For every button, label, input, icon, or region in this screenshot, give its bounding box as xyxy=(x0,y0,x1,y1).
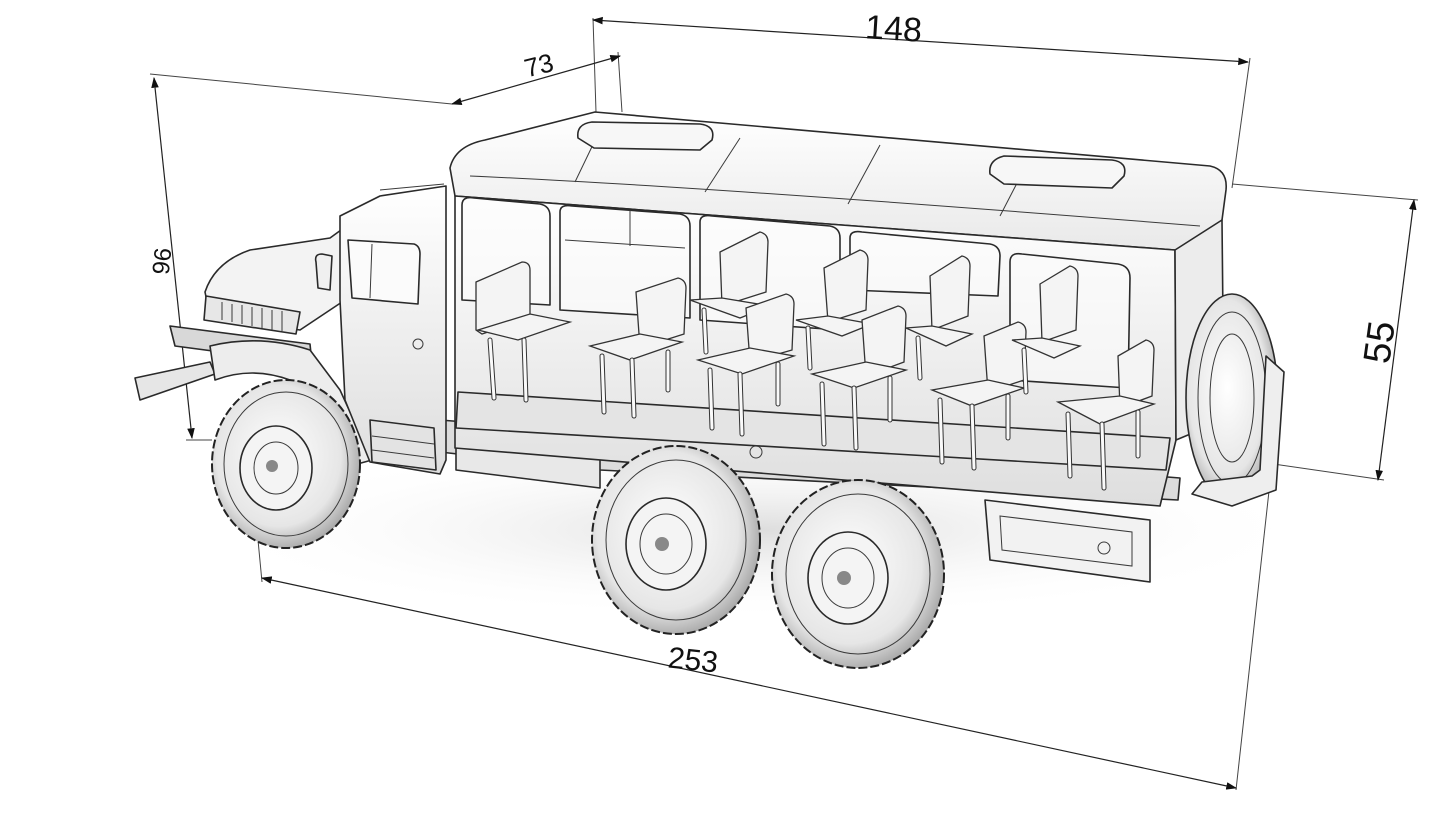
cab-step xyxy=(369,419,437,471)
rear-wheel xyxy=(771,479,945,669)
dimension-line-body-height xyxy=(1375,198,1417,482)
dimension-label-top-length: 148 xyxy=(864,8,923,49)
middle-wheel xyxy=(591,445,761,635)
seat xyxy=(905,255,975,381)
spare-tire xyxy=(1185,293,1285,507)
seat xyxy=(1011,265,1083,395)
seat xyxy=(929,321,1027,471)
seat xyxy=(809,305,909,451)
seat xyxy=(475,261,573,403)
door-handle xyxy=(412,338,424,350)
dimension-line-cab-length xyxy=(450,55,622,105)
dimension-label-cab-length: 73 xyxy=(521,47,556,83)
roof-hatch-rear xyxy=(988,155,1126,189)
cab-window xyxy=(347,239,421,305)
seat xyxy=(1055,339,1157,491)
seat xyxy=(587,277,687,419)
front-step xyxy=(134,361,216,401)
dimension-line-top-length xyxy=(591,16,1250,66)
front-wheel xyxy=(211,379,361,549)
dimension-label-overall-length: 253 xyxy=(666,642,719,680)
side-mirror xyxy=(314,253,333,291)
rear-bumper xyxy=(984,499,1151,583)
dimension-label-overall-height: 96 xyxy=(148,247,178,276)
truck-model xyxy=(134,111,1285,669)
dimension-label-body-height: 55 xyxy=(1356,318,1403,366)
seat xyxy=(695,293,797,437)
dimension-lines xyxy=(149,16,1419,791)
seat xyxy=(795,249,875,371)
passenger-seats xyxy=(475,231,1157,491)
dimension-labels: 148 73 96 55 253 xyxy=(148,8,1404,679)
dimension-line-overall-length xyxy=(260,576,1238,790)
roof-hatch-front xyxy=(576,121,714,151)
